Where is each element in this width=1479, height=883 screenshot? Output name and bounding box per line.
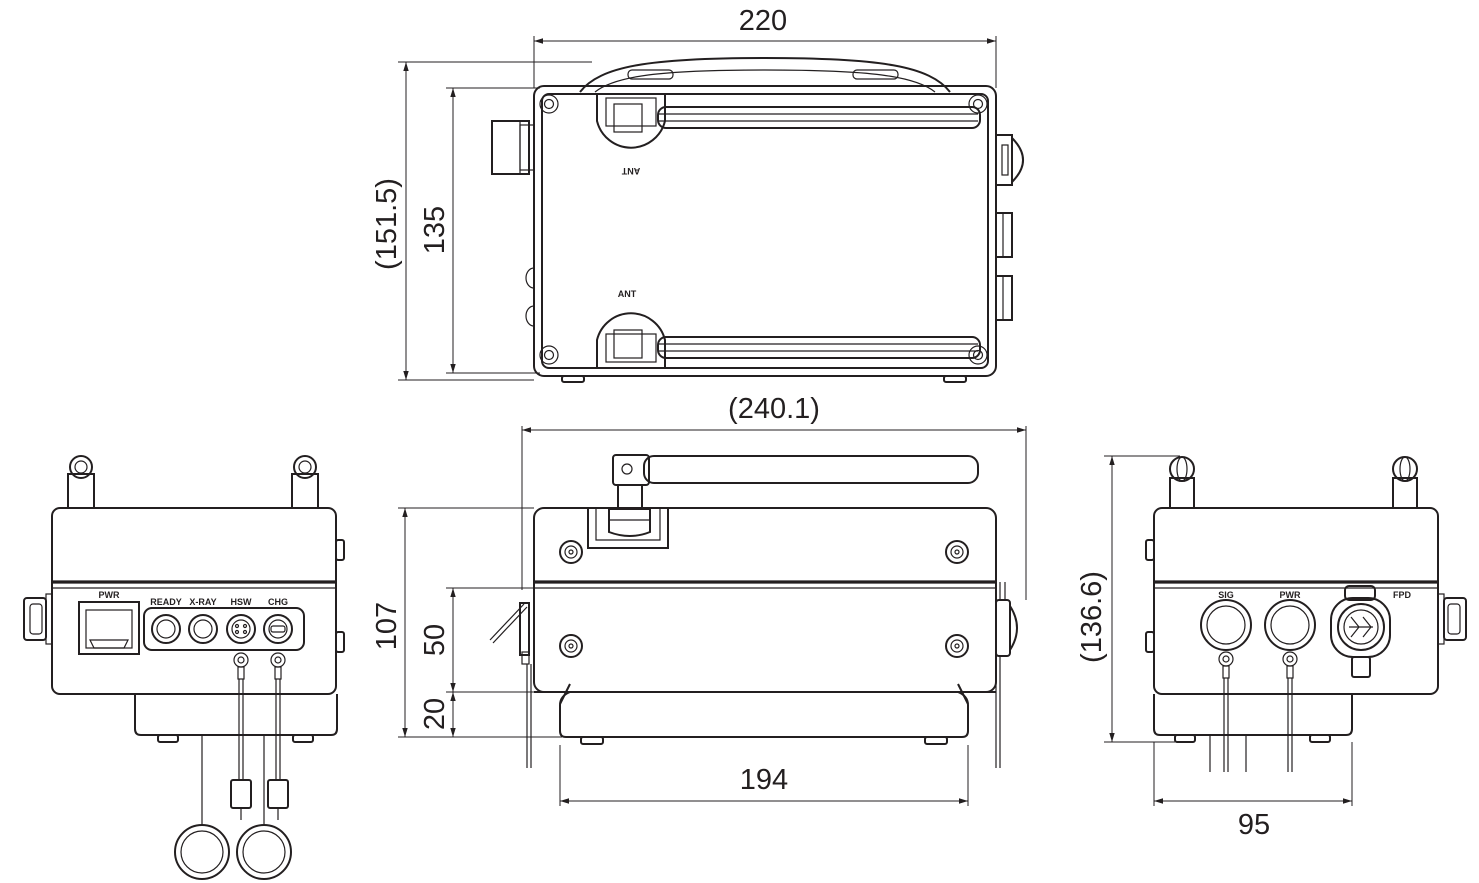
dim-side-base-length: 194 [740, 764, 788, 796]
back-pwr-label: PWR [1280, 590, 1301, 600]
dim-top-width: 220 [739, 5, 787, 37]
back-fpd-label: FPD [1393, 590, 1412, 600]
dim-right-depth: 95 [1238, 809, 1270, 841]
middle-side-view: (240.1) 107 50 20 194 [371, 393, 1027, 806]
right-back-view: SIG PWR FPD (136.6) 95 [1076, 455, 1467, 841]
dim-top-outer-height: (151.5) [371, 178, 403, 270]
dim-side-height: 107 [371, 602, 403, 650]
dim-side-overall-length: (240.1) [728, 393, 820, 425]
front-hsw-label: HSW [231, 597, 253, 607]
dim-right-overall-height: (136.6) [1076, 571, 1108, 663]
top-ant-label: ANT [618, 289, 637, 299]
top-ant-label-flipped: ANT [621, 166, 640, 176]
left-front-view: PWR READY X-RAY HSW CHG [23, 455, 345, 880]
front-xray-label: X-RAY [189, 597, 216, 607]
dim-top-inner-height: 135 [419, 206, 451, 254]
top-view: ANT ANT 220 (151.5) [371, 5, 1024, 383]
back-sig-label: SIG [1218, 590, 1234, 600]
dim-side-upper: 50 [419, 624, 451, 656]
front-chg-label: CHG [268, 597, 288, 607]
dim-side-lower: 20 [419, 698, 451, 730]
front-pwr-label: PWR [99, 590, 120, 600]
front-ready-label: READY [150, 597, 182, 607]
